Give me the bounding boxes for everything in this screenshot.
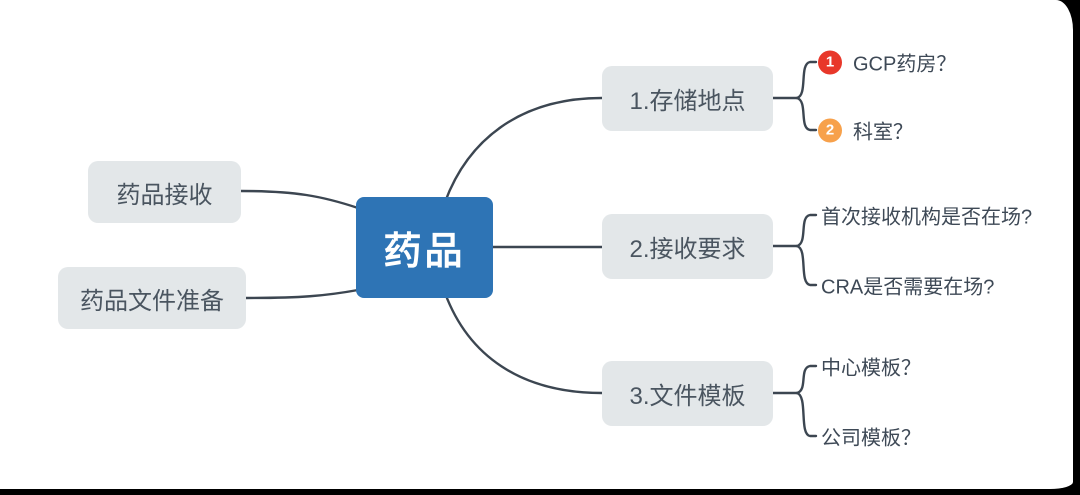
branch-receiving-requirements[interactable]: 2.接收要求 <box>602 214 773 279</box>
leaf-center-template[interactable]: 中心模板？ <box>821 352 921 381</box>
leaf-label: 首次接收机构是否在场? <box>821 206 1033 229</box>
node-drug-receiving[interactable]: 药品接收 <box>88 161 241 223</box>
connector-storage-to-department <box>795 96 818 132</box>
connector-root-to-storage-location <box>443 96 604 204</box>
branch-storage-location[interactable]: 1.存储地点 <box>602 66 773 131</box>
connector-templates-to-company-template <box>795 391 818 438</box>
leaf-first-receipt-presence[interactable]: 首次接收机构是否在场? <box>821 201 1032 230</box>
root-node-drug[interactable]: 药品 <box>356 197 493 298</box>
leaf-label: CRA是否需要在场? <box>821 276 995 299</box>
leaf-cra-presence[interactable]: CRA是否需要在场? <box>821 271 994 300</box>
connector-root-to-drug-document-prep <box>244 288 360 300</box>
leaf-gcp-pharmacy[interactable]: 1 GCP药房？ <box>818 48 956 77</box>
leaf-label: 科室？ <box>853 121 913 144</box>
leaf-label: 公司模板？ <box>821 427 921 450</box>
numbered-badge-1: 1 <box>818 50 842 74</box>
connector-templates-to-center-template <box>795 364 818 395</box>
connector-receiving-to-cra <box>795 244 818 287</box>
connector-storage-to-gcp-pharmacy <box>795 60 818 100</box>
node-drug-document-prep[interactable]: 药品文件准备 <box>58 267 246 329</box>
leaf-label: 中心模板？ <box>821 357 921 380</box>
leaf-company-template[interactable]: 公司模板？ <box>821 422 921 451</box>
connector-root-to-document-templates <box>443 291 604 395</box>
leaf-label: GCP药房？ <box>853 53 957 76</box>
connector-root-to-drug-receiving <box>239 189 360 210</box>
branch-document-templates[interactable]: 3.文件模板 <box>602 361 773 426</box>
numbered-badge-2: 2 <box>818 118 842 142</box>
leaf-department[interactable]: 2 科室？ <box>818 116 913 145</box>
connector-receiving-to-first-receipt <box>795 213 818 248</box>
